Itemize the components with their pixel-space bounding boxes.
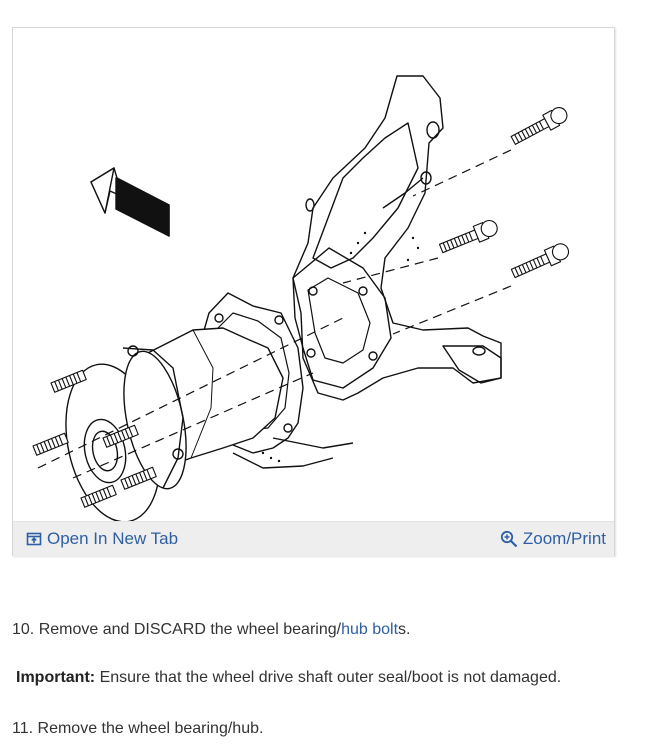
open-in-new-tab-label: Open In New Tab: [47, 529, 179, 548]
important-label: Important:: [16, 669, 96, 686]
wheel-studs: [32, 369, 157, 508]
step-text-suffix: s.: [398, 621, 411, 638]
zoom-print-label: Zoom/Print: [522, 529, 606, 548]
important-text: Ensure that the wheel drive shaft outer …: [99, 669, 562, 686]
open-in-new-tab-icon: [26, 532, 42, 546]
step-number: 10.: [12, 621, 35, 638]
hub-bolt-link[interactable]: hub bolt: [341, 621, 399, 638]
steering-knuckle: [292, 75, 502, 401]
zoom-in-icon: [500, 530, 518, 548]
direction-arrow: [90, 167, 170, 237]
open-in-new-tab-link[interactable]: Open In New Tab: [26, 522, 178, 556]
hub-bolts: [438, 107, 570, 279]
important-note: Important: Ensure that the wheel drive s…: [16, 669, 561, 687]
step-11: 11. Remove the wheel bearing/hub.: [12, 720, 263, 738]
shading: [261, 231, 420, 463]
step-text: Remove the wheel bearing/hub.: [37, 720, 264, 737]
step-text: Remove and DISCARD the wheel bearing/: [38, 621, 342, 638]
step-10: 10. Remove and DISCARD the wheel bearing…: [12, 621, 410, 639]
wheel-hub-diagram: [32, 75, 570, 521]
step-number: 11.: [12, 720, 34, 737]
figure-toolbar: Open In New Tab Zoom/Print: [13, 521, 614, 556]
alignment-lines: [37, 149, 512, 479]
zoom-print-link[interactable]: Zoom/Print: [500, 522, 606, 556]
figure-card: Open In New Tab Zoom/Print: [12, 27, 615, 556]
